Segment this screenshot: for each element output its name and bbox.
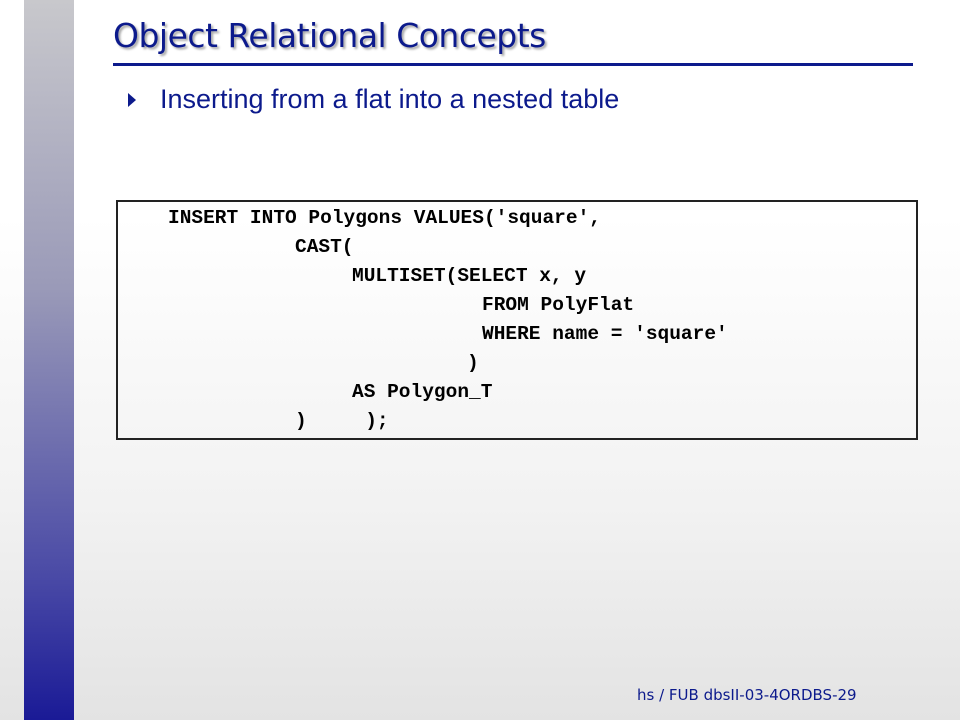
title-underline <box>113 63 913 66</box>
code-line-7: AS Polygon_T <box>352 381 493 403</box>
bullet-item: Inserting from a flat into a nested tabl… <box>128 84 619 115</box>
bullet-text: Inserting from a flat into a nested tabl… <box>160 84 620 114</box>
code-line-5: WHERE name = 'square' <box>482 323 728 345</box>
code-line-3: MULTISET(SELECT x, y <box>352 265 587 287</box>
code-line-8: ) ); <box>295 410 389 432</box>
code-block: INSERT INTO Polygons VALUES('square', CA… <box>116 200 918 440</box>
slide-footer: hs / FUB dbsII-03-4ORDBS-29 <box>637 686 857 704</box>
code-line-4: FROM PolyFlat <box>482 294 635 316</box>
code-line-2: CAST( <box>295 236 354 258</box>
code-line-6: ) <box>467 352 479 374</box>
code-line-1: INSERT INTO Polygons VALUES('square', <box>168 207 601 229</box>
slide-title: Object Relational Concepts <box>113 16 546 55</box>
triangle-bullet-icon <box>128 92 136 107</box>
side-accent-bar <box>24 0 74 720</box>
